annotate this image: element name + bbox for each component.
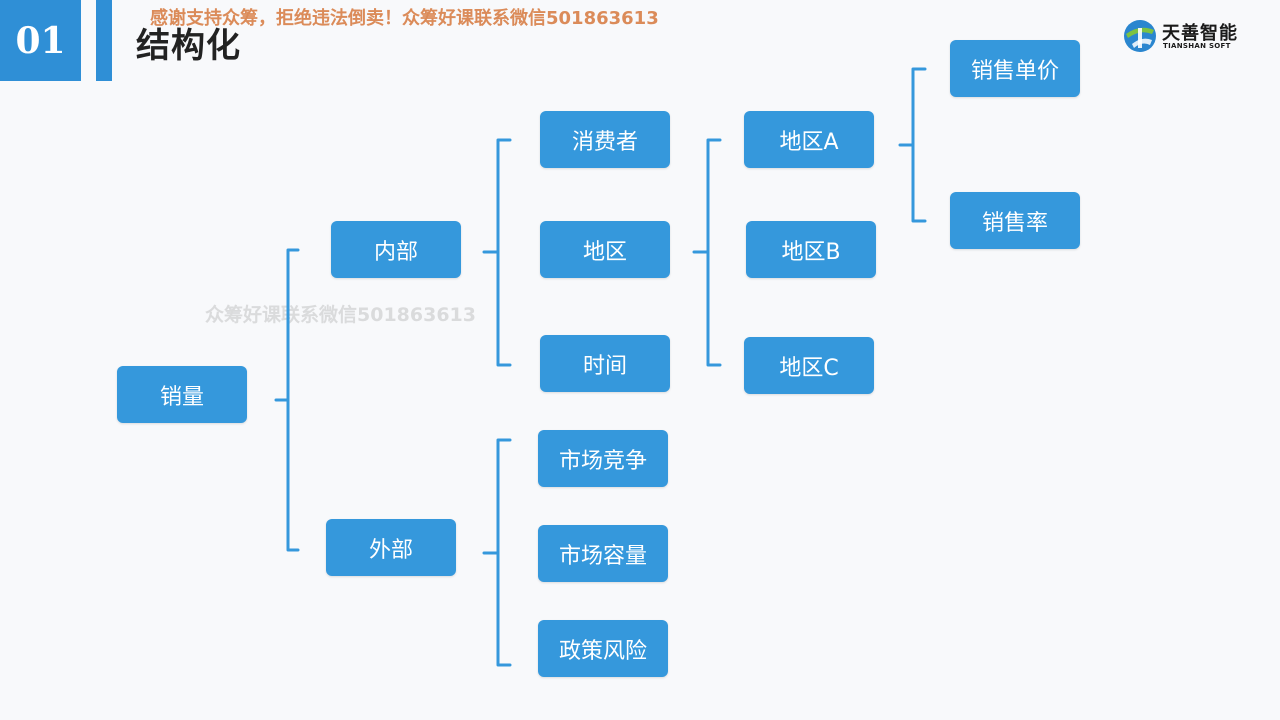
section-number: 01 xyxy=(15,19,66,62)
section-number-badge: 01 xyxy=(0,0,81,81)
logo-globe-icon xyxy=(1124,20,1156,52)
node-unit-price: 销售单价 xyxy=(950,40,1080,97)
node-external: 外部 xyxy=(326,519,456,576)
node-region-b: 地区B xyxy=(746,221,876,278)
accent-bar xyxy=(96,0,112,81)
node-internal: 内部 xyxy=(331,221,461,278)
node-root: 销量 xyxy=(117,366,247,423)
node-policy-risk: 政策风险 xyxy=(538,620,668,677)
node-market-competition: 市场竞争 xyxy=(538,430,668,487)
connector-internal xyxy=(482,138,512,367)
connector-external xyxy=(482,438,512,667)
connector-region xyxy=(692,138,722,367)
node-region-c: 地区C xyxy=(744,337,874,394)
connector-root xyxy=(274,248,300,552)
watermark-text: 众筹好课联系微信501863613 xyxy=(205,304,476,326)
connector-region-a xyxy=(898,67,927,223)
node-region-a: 地区A xyxy=(744,111,874,168)
logo-name: 天善智能 xyxy=(1162,23,1238,44)
company-logo: 天善智能 TIANSHAN SOFT xyxy=(1122,18,1262,58)
logo-subtitle: TIANSHAN SOFT xyxy=(1163,42,1231,50)
node-consumer: 消费者 xyxy=(540,111,670,168)
node-region: 地区 xyxy=(540,221,670,278)
node-time: 时间 xyxy=(540,335,670,392)
node-market-capacity: 市场容量 xyxy=(538,525,668,582)
banner-text: 感谢支持众筹，拒绝违法倒卖！众筹好课联系微信501863613 xyxy=(150,8,659,29)
node-sales-rate: 销售率 xyxy=(950,192,1080,249)
page-title: 结构化 xyxy=(136,26,241,66)
